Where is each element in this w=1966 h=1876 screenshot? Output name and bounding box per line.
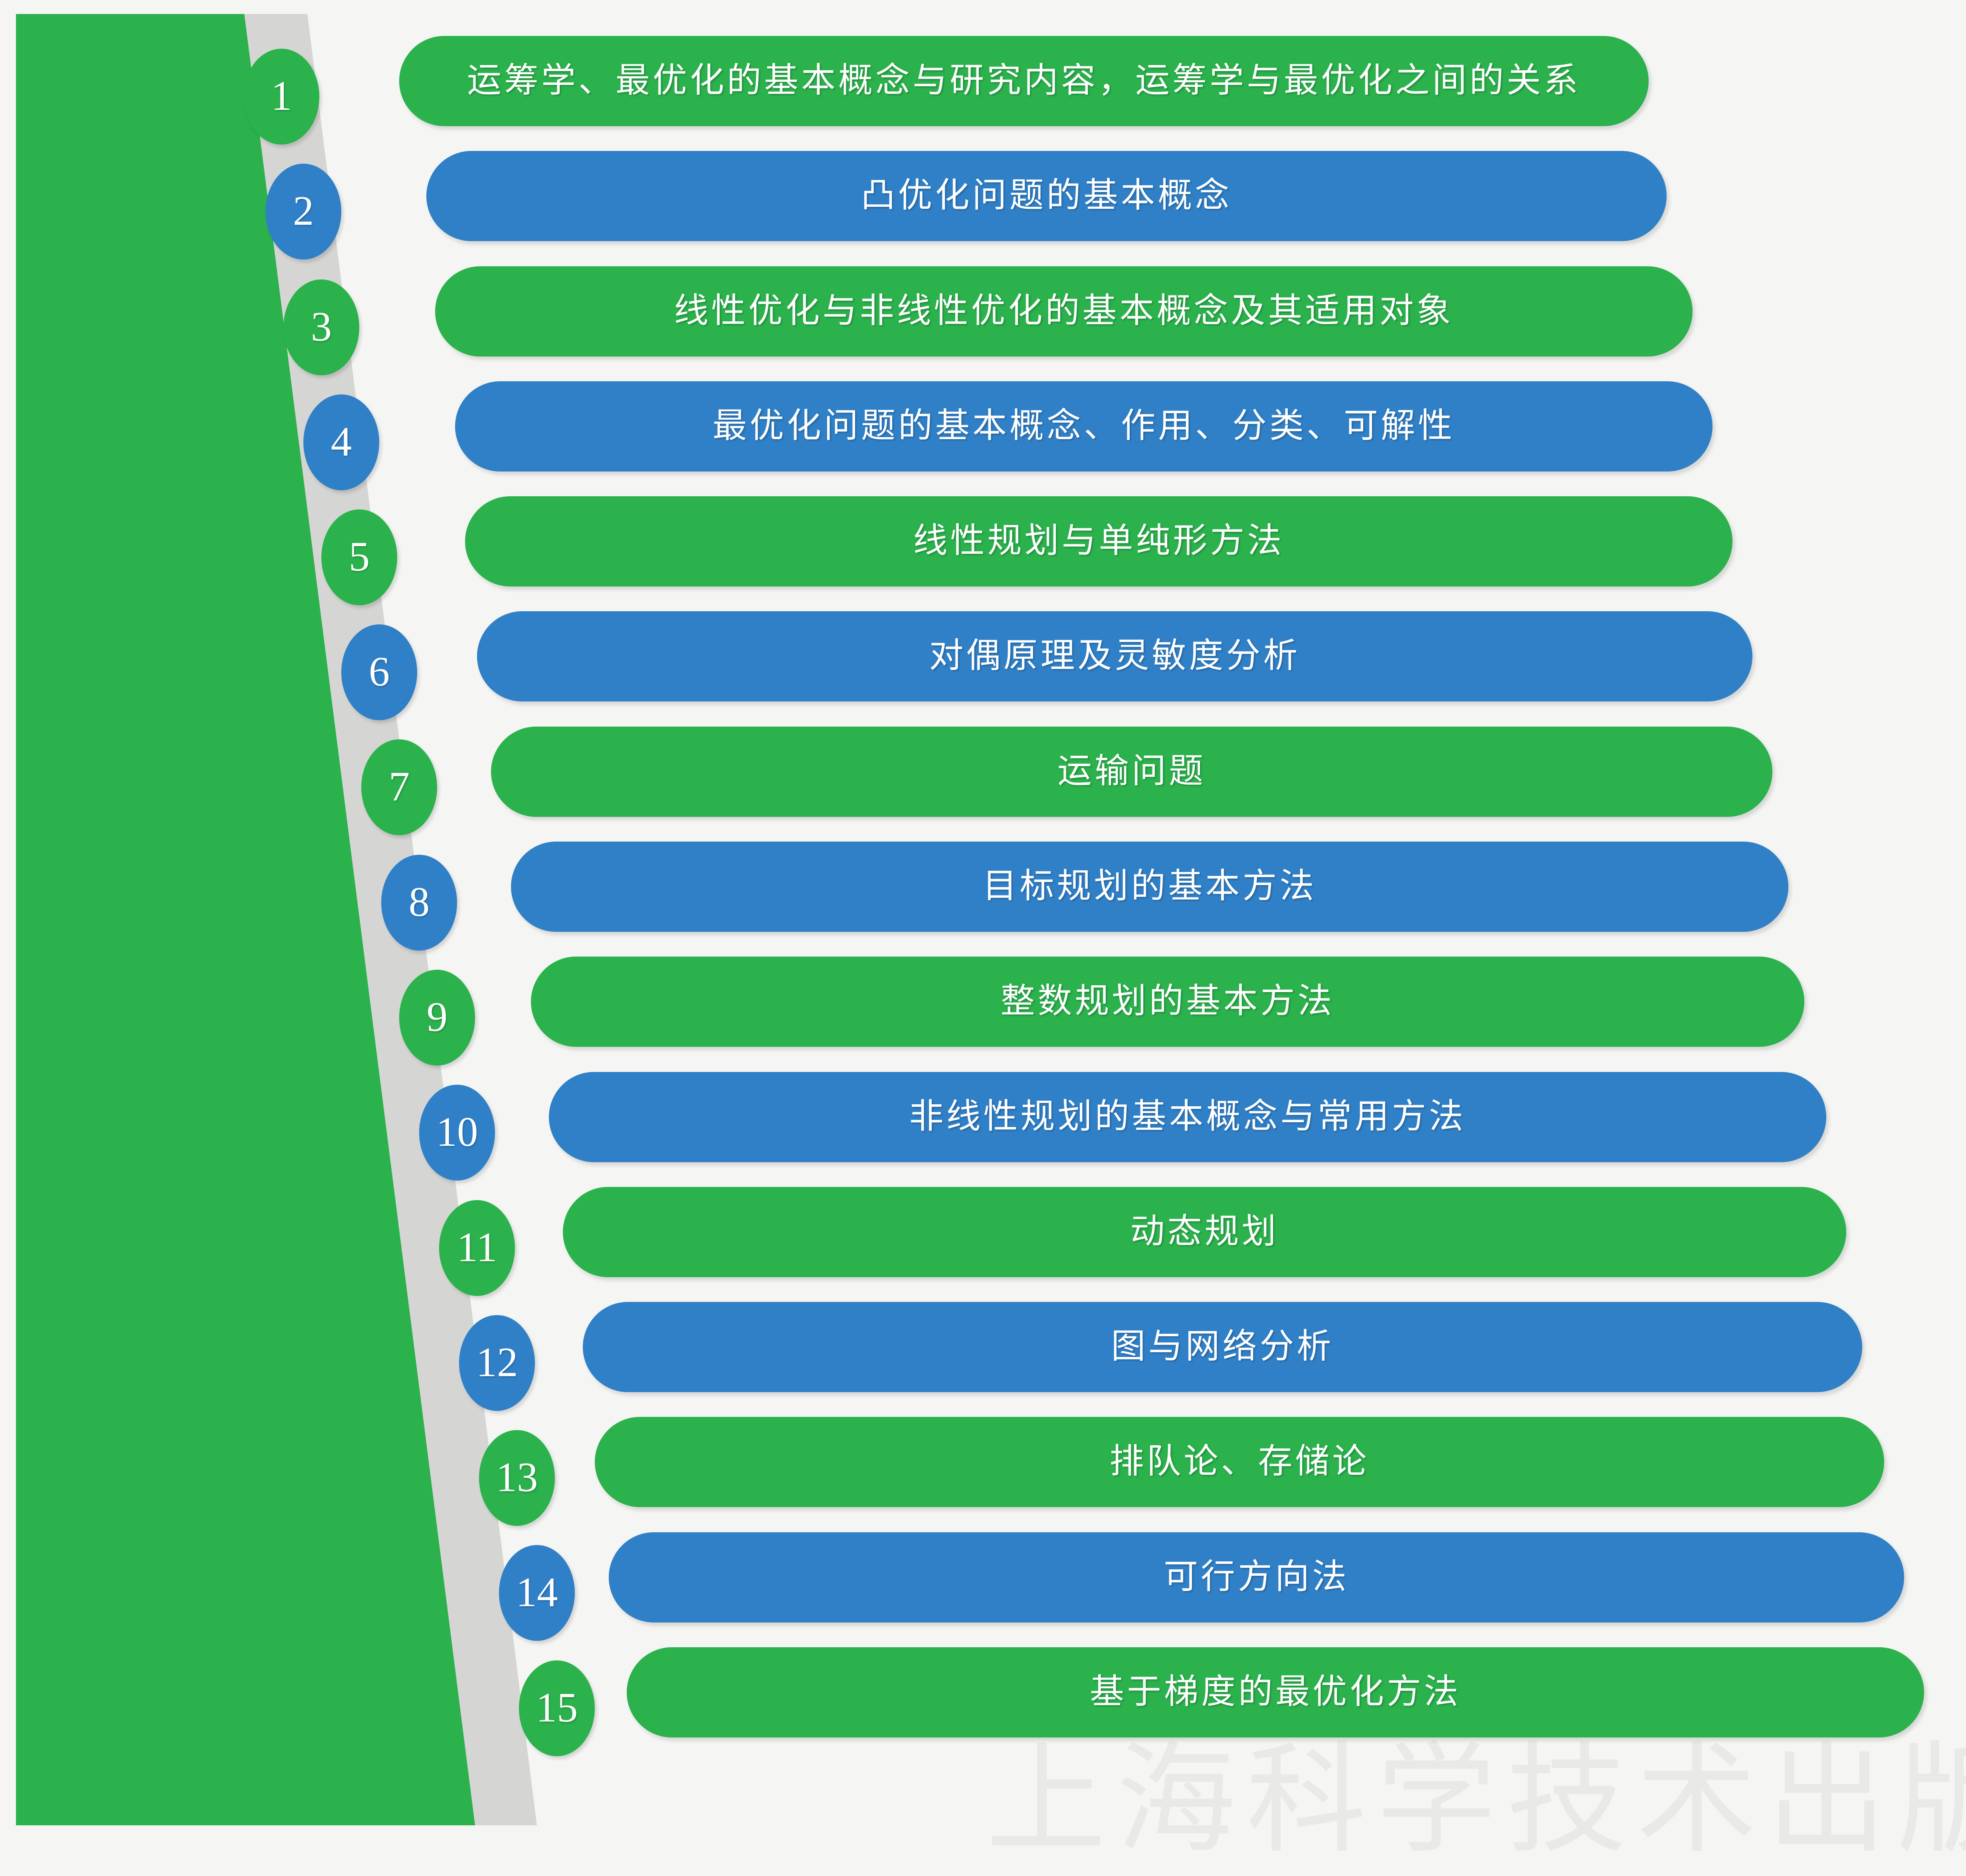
topic-bar[interactable]: 运输问题: [491, 727, 1772, 817]
topic-label: 整数规划的基本方法: [1000, 982, 1335, 1020]
step-number-badge[interactable]: 15: [519, 1660, 595, 1756]
topic-label: 对偶原理及灵敏度分析: [929, 636, 1301, 675]
topic-bar[interactable]: 动态规划: [563, 1187, 1846, 1277]
step-number: 13: [496, 1453, 538, 1500]
topic-label: 排队论、存储论: [1109, 1442, 1370, 1480]
step-number-badge[interactable]: 11: [439, 1200, 515, 1296]
step-number-badge[interactable]: 5: [321, 509, 397, 605]
topic-bar[interactable]: 凸优化问题的基本概念: [426, 151, 1667, 241]
topic-label: 可行方向法: [1164, 1557, 1349, 1596]
topic-bar[interactable]: 最优化问题的基本概念、作用、分类、可解性: [455, 381, 1713, 471]
step-number: 5: [348, 533, 370, 580]
topic-bar[interactable]: 图与网络分析: [583, 1302, 1862, 1392]
topic-bar[interactable]: 运筹学、最优化的基本概念与研究内容，运筹学与最优化之间的关系: [399, 36, 1649, 126]
step-number: 1: [271, 72, 292, 119]
step-number-badge[interactable]: 1: [244, 49, 319, 145]
step-number: 3: [311, 303, 332, 350]
topic-bar[interactable]: 对偶原理及灵敏度分析: [477, 611, 1752, 701]
topic-bar[interactable]: 可行方向法: [609, 1532, 1904, 1622]
step-number-badge[interactable]: 7: [361, 739, 437, 835]
topic-bar[interactable]: 非线性规划的基本概念与常用方法: [549, 1072, 1826, 1162]
step-number-badge[interactable]: 9: [399, 970, 475, 1066]
step-number-badge[interactable]: 10: [419, 1085, 495, 1181]
step-number: 2: [293, 187, 314, 234]
topic-bar[interactable]: 排队论、存储论: [595, 1417, 1884, 1507]
topic-label: 运筹学、最优化的基本概念与研究内容，运筹学与最优化之间的关系: [467, 61, 1581, 99]
topic-label: 目标规划的基本方法: [982, 867, 1317, 905]
step-number: 15: [536, 1684, 578, 1731]
step-number: 9: [426, 993, 448, 1040]
step-number: 11: [457, 1223, 497, 1270]
step-number-badge[interactable]: 6: [341, 624, 417, 720]
step-number: 6: [368, 648, 390, 695]
step-number: 4: [331, 418, 352, 465]
step-number-badge[interactable]: 12: [459, 1315, 535, 1411]
step-number: 12: [476, 1338, 518, 1385]
topic-label: 最优化问题的基本概念、作用、分类、可解性: [713, 406, 1455, 445]
topic-bar[interactable]: 基于梯度的最优化方法: [627, 1647, 1924, 1737]
topic-label: 运输问题: [1057, 752, 1206, 790]
topic-label: 基于梯度的最优化方法: [1090, 1672, 1461, 1711]
step-number-badge[interactable]: 13: [479, 1430, 555, 1526]
step-number-badge[interactable]: 8: [381, 855, 457, 951]
topic-bar[interactable]: 整数规划的基本方法: [531, 957, 1804, 1047]
topic-label: 动态规划: [1130, 1212, 1279, 1250]
step-number-badge[interactable]: 3: [283, 279, 359, 375]
step-number-badge[interactable]: 4: [303, 394, 379, 490]
step-number: 14: [516, 1568, 558, 1615]
step-number: 10: [436, 1108, 478, 1155]
topic-label: 凸优化问题的基本概念: [861, 176, 1232, 214]
topic-label: 线性规划与单纯形方法: [913, 521, 1285, 560]
step-number-badge[interactable]: 14: [499, 1545, 575, 1641]
topic-bar[interactable]: 线性规划与单纯形方法: [465, 496, 1732, 586]
step-number: 8: [408, 878, 430, 925]
step-number-badge[interactable]: 2: [265, 164, 341, 260]
topic-label: 线性优化与非线性优化的基本概念及其适用对象: [674, 291, 1454, 330]
topic-bar[interactable]: 目标规划的基本方法: [511, 842, 1788, 932]
topic-label: 图与网络分析: [1111, 1327, 1334, 1365]
topic-bar[interactable]: 线性优化与非线性优化的基本概念及其适用对象: [435, 266, 1693, 357]
step-number: 7: [388, 763, 410, 810]
topic-label: 非线性规划的基本概念与常用方法: [909, 1097, 1466, 1135]
